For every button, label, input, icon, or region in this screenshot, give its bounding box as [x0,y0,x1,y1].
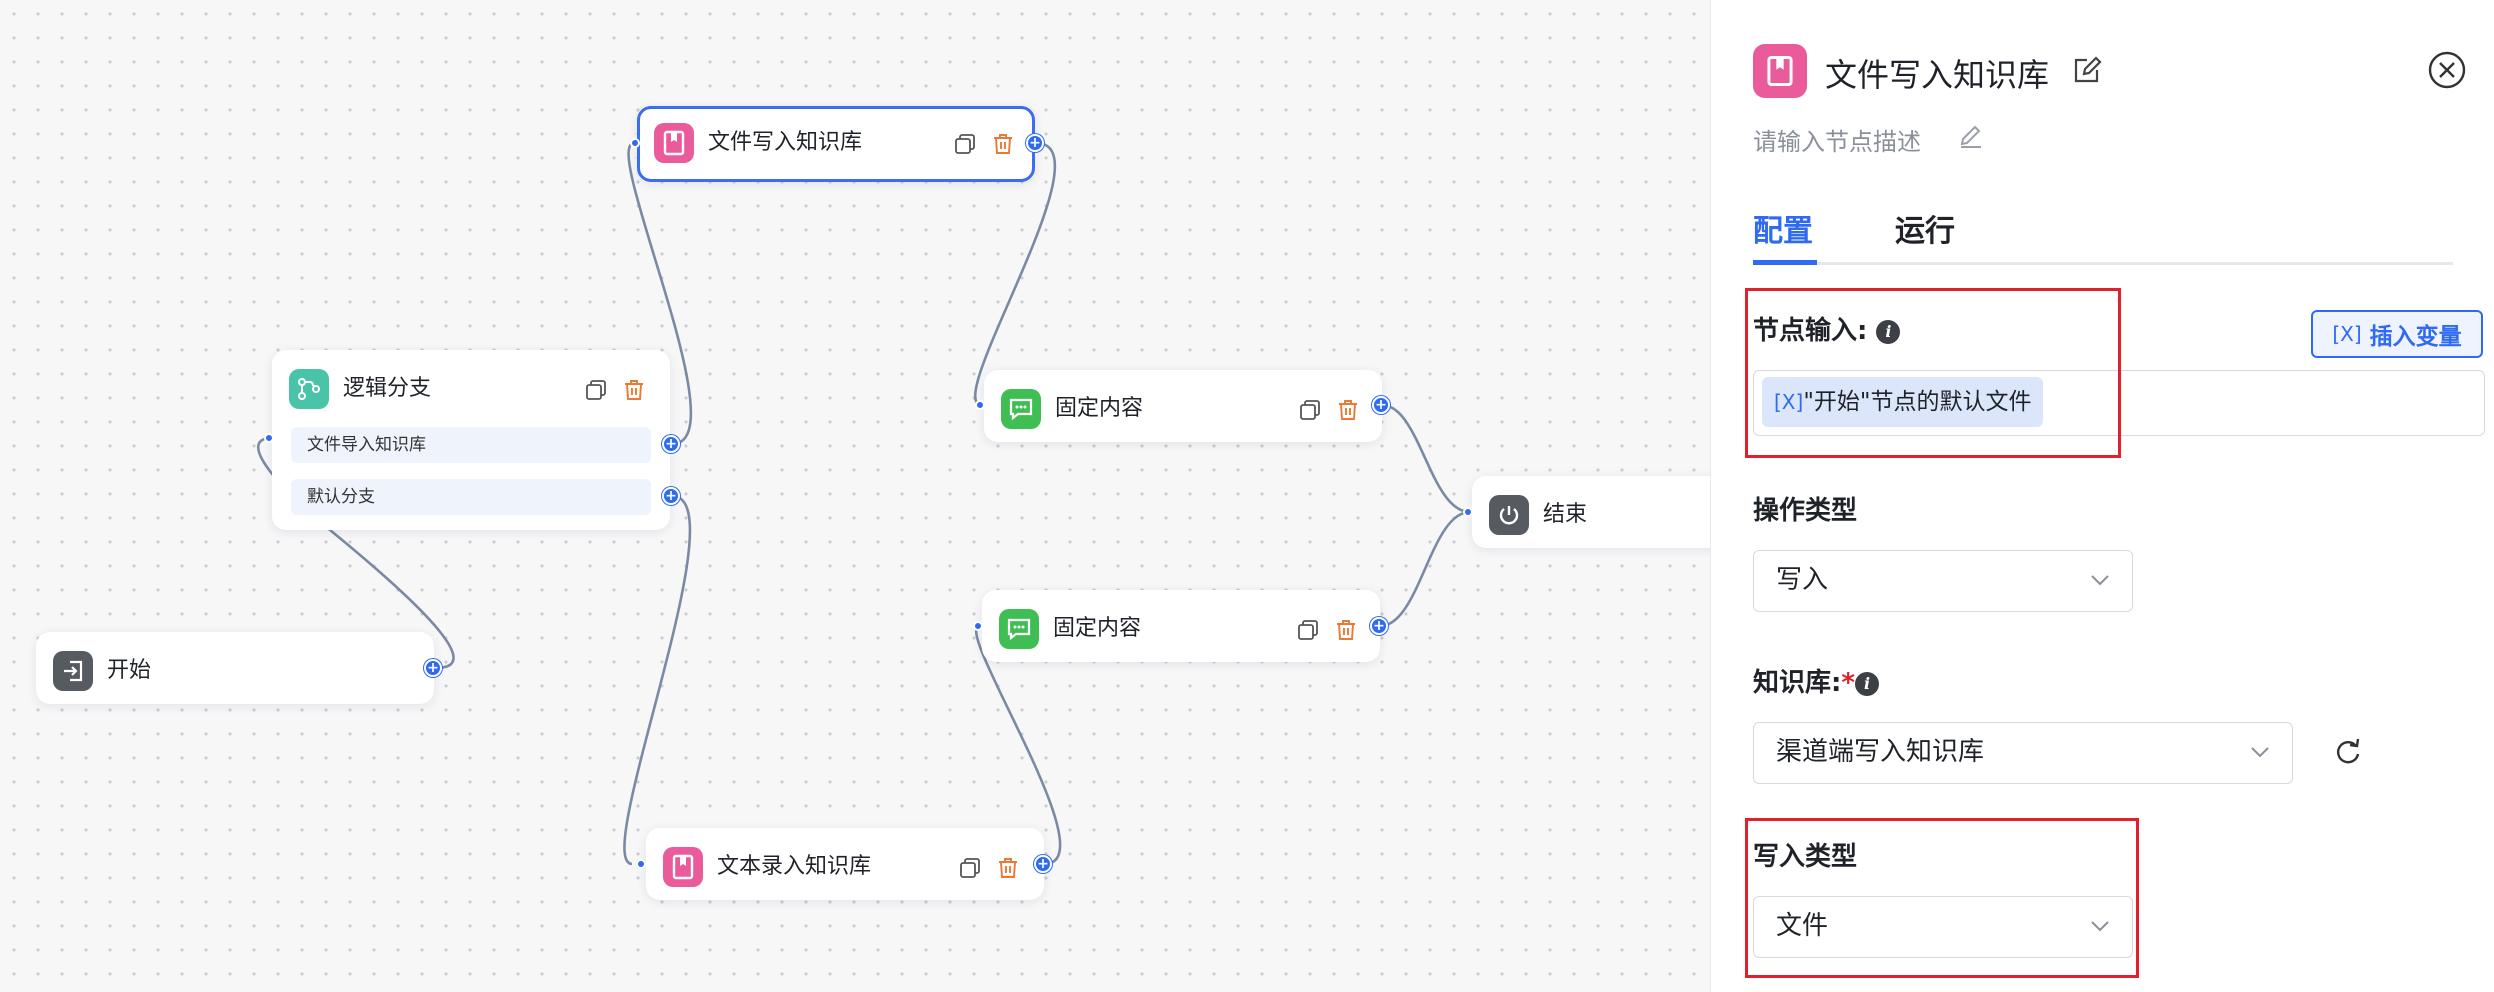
output-handle[interactable]: + [1034,855,1052,873]
edge-fixed2-to-end [1379,510,1471,628]
node-input-label-text: 节点输入: [1753,316,1868,346]
node-kb-file-write[interactable]: 文件写入知识库 [637,106,1035,182]
node-title: 固定内容 [1053,616,1142,641]
info-icon[interactable]: i [1855,671,1880,696]
insert-variable-button[interactable]: [X] 插入变量 [2311,310,2483,358]
input-handle[interactable] [973,621,983,631]
edge-layer [257,141,1471,866]
edge-logic-to-kb-file [627,141,693,446]
edge-logic-to-kb-text [623,494,692,866]
operation-type-value: 写入 [1776,565,1829,595]
node-kb-text-write[interactable]: 文本录入知识库 [646,828,1044,900]
workflow-canvas[interactable]: 文件写入知识库 + 逻辑分支 文件导入知识库 默认分支 + + 固定内容 [0,0,1710,992]
input-handle[interactable] [630,138,640,148]
copy-icon[interactable] [1295,617,1321,643]
node-start[interactable]: 开始 [36,632,434,704]
variable-tag[interactable]: [X]"开始"节点的默认文件 [1762,377,2044,427]
chevron-down-icon [2251,747,2269,758]
chevron-down-icon [2091,575,2109,586]
branch-row: 文件导入知识库 [291,427,651,463]
branch-icon [289,369,329,409]
edge-kb-text-to-fixed2 [974,624,1062,866]
panel-title: 文件写入知识库 [1825,56,2050,94]
delete-icon[interactable] [995,855,1021,881]
delete-icon[interactable] [1333,617,1359,643]
tab-divider [1753,262,2453,265]
delete-icon[interactable] [1335,397,1361,423]
node-title: 固定内容 [1055,396,1144,421]
node-title: 文件写入知识库 [708,130,863,155]
copy-icon[interactable] [583,377,609,403]
write-type-label: 写入类型 [1753,842,1858,872]
output-handle[interactable]: + [1370,617,1388,635]
edge-start-to-logic [257,436,455,670]
book-icon [663,847,703,887]
write-type-value: 文件 [1776,911,1829,941]
enter-icon [53,651,93,691]
input-handle[interactable] [1463,507,1473,517]
delete-icon[interactable] [990,131,1016,157]
node-logic-branch[interactable]: 逻辑分支 文件导入知识库 默认分支 [272,350,670,530]
variable-tag-text: "开始"节点的默认文件 [1803,389,2032,415]
delete-icon[interactable] [621,377,647,403]
node-input-label: 节点输入: i [1753,310,1901,347]
copy-icon[interactable] [1297,397,1323,423]
knowledge-base-label-text: 知识库: [1753,668,1842,698]
knowledge-base-label: 知识库:*i [1753,662,1880,699]
branch-row: 默认分支 [291,479,651,515]
edge-fixed1-to-end [1381,403,1471,514]
node-title: 逻辑分支 [343,376,432,401]
edge-kb-file-to-fixed1 [974,141,1057,407]
message-icon [1001,389,1041,429]
node-end[interactable]: 结束 [1472,476,1710,548]
knowledge-base-value: 渠道端写入知识库 [1776,737,1985,767]
close-icon[interactable] [2427,50,2467,90]
output-handle[interactable]: + [1026,134,1044,152]
required-mark: * [1841,668,1856,698]
operation-type-label: 操作类型 [1753,496,1858,526]
tab-run[interactable]: 运行 [1895,214,1955,249]
write-type-select[interactable]: 文件 [1753,896,2133,958]
book-icon [1753,44,1807,98]
refresh-icon[interactable] [2331,736,2365,770]
node-title: 结束 [1543,502,1588,527]
tab-active-indicator [1753,260,1817,265]
message-icon [999,609,1039,649]
variable-icon: [X] [1774,390,1804,414]
node-config-panel: 文件写入知识库 请输入节点描述 配置 运行 节点输入: i [X] 插入变量 [… [1710,0,2494,992]
description-input[interactable]: 请输入节点描述 [1753,128,1921,156]
node-input-field[interactable]: [X]"开始"节点的默认文件 [1753,370,2485,436]
operation-type-select[interactable]: 写入 [1753,550,2133,612]
output-handle[interactable]: + [1372,396,1390,414]
copy-icon[interactable] [957,855,983,881]
output-handle-branch-2[interactable]: + [662,487,680,505]
input-handle[interactable] [975,400,985,410]
chevron-down-icon [2091,921,2109,932]
node-title: 开始 [107,658,152,683]
node-fixed-content-1[interactable]: 固定内容 [984,370,1382,442]
node-title: 文本录入知识库 [717,854,872,879]
output-handle[interactable]: + [424,659,442,677]
edit-description-icon[interactable] [1957,122,1985,150]
power-icon [1489,495,1529,535]
info-icon[interactable]: i [1876,319,1901,344]
input-handle[interactable] [636,859,646,869]
insert-variable-label: 插入变量 [2369,324,2462,350]
output-handle-branch-1[interactable]: + [662,435,680,453]
tab-config[interactable]: 配置 [1753,214,1813,249]
variable-icon: [X] [2332,322,2362,346]
input-handle[interactable] [264,433,274,443]
book-icon [654,123,694,163]
copy-icon[interactable] [952,131,978,157]
node-fixed-content-2[interactable]: 固定内容 [982,590,1380,662]
knowledge-base-select[interactable]: 渠道端写入知识库 [1753,722,2293,784]
edit-title-icon[interactable] [2071,54,2103,86]
